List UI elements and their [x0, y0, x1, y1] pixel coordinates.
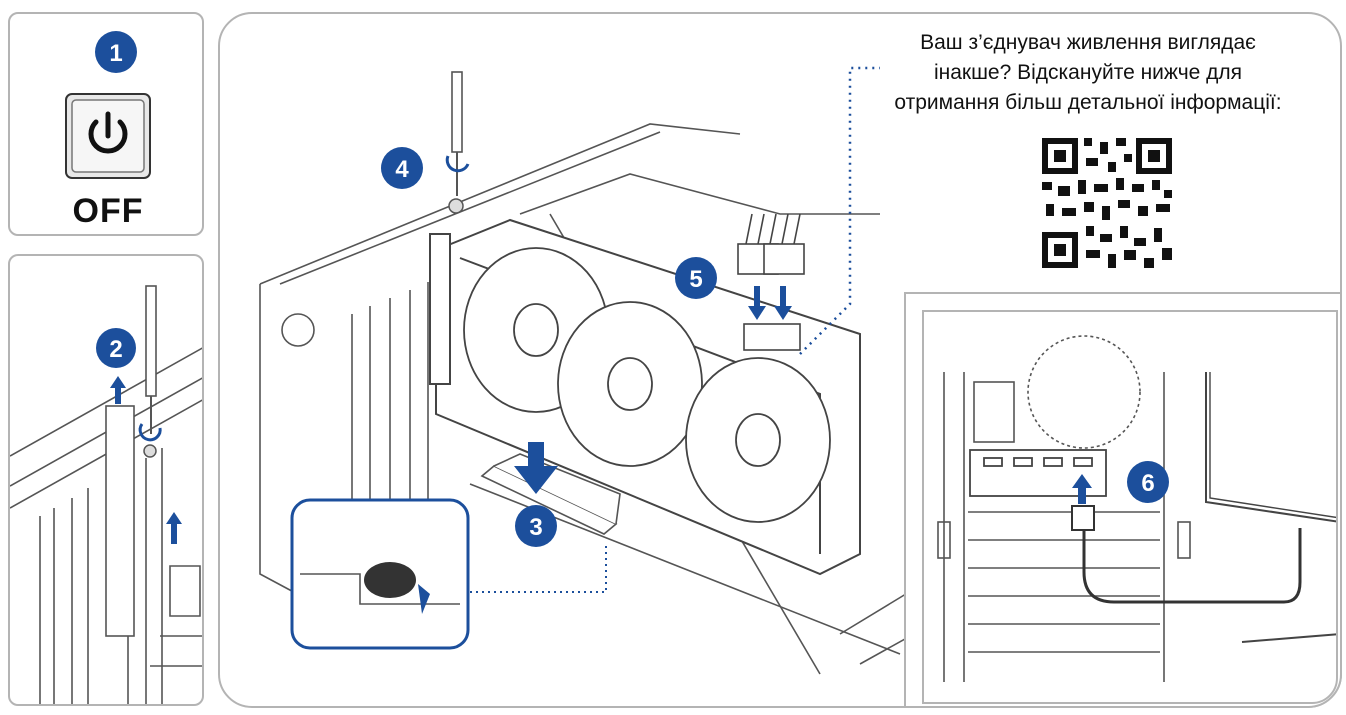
- arrow-up-icon: [110, 376, 182, 544]
- step-3-badge: [515, 505, 557, 547]
- screwdriver-icon: [445, 71, 470, 214]
- step-2-graphic: 2: [10, 285, 202, 704]
- arrow-up-icon: [1072, 474, 1092, 504]
- monitor: [1205, 372, 1336, 643]
- step-1-badge: [95, 31, 137, 73]
- power-connector: [737, 213, 805, 351]
- step-3-number: 3: [529, 514, 542, 541]
- pc-case-rear: [937, 335, 1191, 682]
- hdmi-cable-icon: [1071, 505, 1302, 604]
- step-1-graphic: 1: [65, 31, 151, 179]
- dotted-guide: [799, 66, 880, 355]
- note-line-3: отримання більш детальної інформації:: [894, 91, 1282, 114]
- step-6-badge: [1127, 461, 1169, 503]
- step-1-number: 1: [109, 40, 122, 67]
- gpu-install-graphic: 4 5 3: [259, 66, 1221, 675]
- note-line-1: Ваш з’єднувач живлення виглядає: [920, 31, 1256, 54]
- dotted-guide: [470, 546, 607, 593]
- rotate-arrow-icon: [138, 423, 162, 442]
- screwdriver-icon: [145, 285, 157, 434]
- step-5-badge: [675, 257, 717, 299]
- latch-inset: [290, 498, 470, 650]
- step-6-number: 6: [1141, 470, 1154, 497]
- connector-note: Ваш з’єднувач живлення виглядає інакше? …: [862, 28, 1314, 118]
- step-1-panel: 1 OFF: [8, 12, 204, 236]
- gpu-fans: [463, 247, 831, 523]
- note-line-2: інакше? Відскануйте нижче для: [933, 61, 1243, 84]
- qr-code: [1042, 138, 1172, 268]
- step-2-badge: [96, 328, 136, 368]
- screw: [143, 444, 157, 458]
- step-2-panel: 2: [8, 254, 204, 706]
- arrow-down-icon: [514, 286, 792, 494]
- step-6-graphic: 6: [937, 335, 1336, 682]
- power-button-icon: [65, 93, 151, 179]
- off-label: OFF: [72, 192, 144, 230]
- step-6-panel: 6: [922, 310, 1338, 704]
- power-icon: [88, 111, 128, 154]
- step-4-badge: [381, 147, 423, 189]
- step-5-number: 5: [689, 266, 702, 293]
- step-4-number: 4: [395, 156, 409, 183]
- step-2-number: 2: [109, 336, 122, 363]
